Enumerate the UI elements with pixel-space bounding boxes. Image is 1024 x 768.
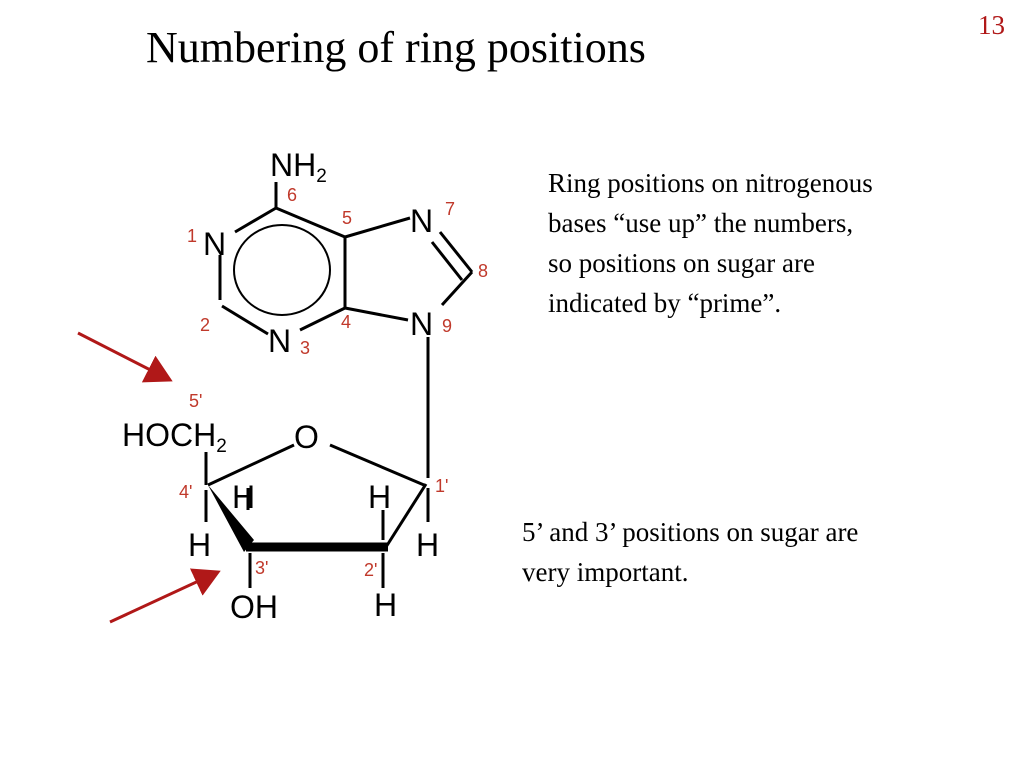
atom-n7: N: [410, 203, 433, 239]
bond-c6-c5: [275, 206, 346, 239]
bond-c5-n7: [344, 216, 411, 239]
wedge-bond-c4prime-c3prime: [208, 485, 254, 552]
sugar-bonds: [204, 443, 430, 588]
atom-h-c2prime-top: H: [368, 479, 391, 515]
atom-h-c1prime-bottom: H: [416, 527, 439, 563]
arrow-to-5prime: [77, 331, 173, 383]
position-number-3: 3: [300, 338, 310, 358]
atom-n3: N: [268, 323, 291, 359]
position-number-8: 8: [478, 261, 488, 281]
position-number-1-prime: 1': [435, 476, 448, 496]
atom-h-c2prime-bottom: H: [374, 587, 397, 623]
aromatic-ring-circle: [233, 224, 331, 316]
text-line: bases “use up” the numbers,: [548, 208, 854, 238]
position-number-7: 7: [445, 199, 455, 219]
position-number-5: 5: [342, 208, 352, 228]
bond-c4-n9: [344, 306, 409, 322]
bond-n3-c4: [299, 306, 346, 332]
sugar-position-numbers: 1' 2' 3' 4' 5': [179, 391, 448, 580]
position-number-2-prime: 2': [364, 560, 377, 580]
bond-c8-n9: [440, 270, 474, 307]
position-number-1: 1: [187, 226, 197, 246]
atom-hoch2: HOCH2: [122, 417, 227, 457]
bond-c6-n1: [234, 206, 277, 234]
text-line: 5’ and 3’ positions on sugar are: [522, 517, 859, 547]
atom-h-c4prime-bottom: H: [188, 527, 211, 563]
explanation-text-base-numbering: Ring positions on nitrogenous bases “use…: [548, 163, 873, 323]
arrow-to-3prime: [109, 568, 221, 624]
atom-n1: N: [203, 226, 226, 262]
atom-n9: N: [410, 306, 433, 342]
position-number-9: 9: [442, 316, 452, 336]
position-number-6: 6: [287, 185, 297, 205]
atom-h-c4prime-top: H: [232, 479, 255, 515]
slide-number: 13: [978, 10, 1005, 40]
bond-n7-c8: [438, 231, 474, 273]
slide-title: Numbering of ring positions: [146, 23, 646, 72]
text-line: indicated by “prime”.: [548, 288, 782, 318]
atom-ring-oxygen: O: [294, 419, 319, 455]
position-number-4: 4: [341, 312, 351, 332]
position-number-4-prime: 4': [179, 482, 192, 502]
atom-oh: OH: [230, 589, 278, 625]
bond-c1prime-c2prime: [384, 483, 428, 548]
bond-c4prime-o: [207, 443, 295, 487]
bond-o-c1prime: [329, 443, 425, 487]
position-number-5-prime: 5': [189, 391, 202, 411]
text-line: so positions on sugar are: [548, 248, 815, 278]
explanation-text-sugar-positions: 5’ and 3’ positions on sugar are very im…: [522, 512, 858, 592]
bond-n7-c8-double: [430, 241, 464, 281]
base-position-numbers: 1 2 3 4 5 6 7 8 9: [187, 185, 488, 358]
position-number-2: 2: [200, 315, 210, 335]
atom-nh2: NH2: [270, 147, 327, 187]
purine-bonds: [218, 182, 474, 478]
bond-c2-n3: [221, 304, 269, 336]
text-line: Ring positions on nitrogenous: [548, 168, 873, 198]
text-line: very important.: [522, 557, 689, 587]
atom-labels: NH2 N N N N HOCH2 O H H H H OH H: [122, 147, 439, 625]
position-number-3-prime: 3': [255, 558, 268, 578]
